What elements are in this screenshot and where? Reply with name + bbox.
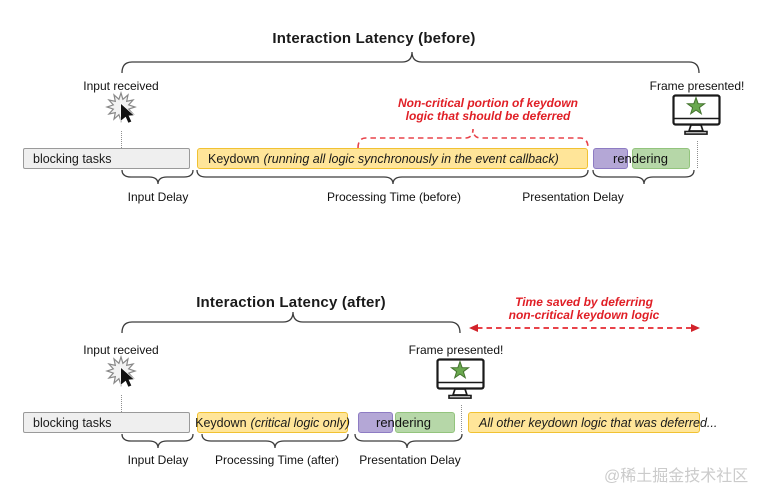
- after-title: Interaction Latency (after): [196, 294, 386, 311]
- after-blocking-tasks-bar: blocking tasks: [23, 412, 190, 433]
- before-input-delay-brace: [121, 169, 194, 185]
- cursor-pointer-icon: [120, 102, 135, 124]
- before-annotation-text: Non-critical portion of keydown logic th…: [388, 97, 588, 123]
- star-icon: [685, 95, 707, 116]
- before-keydown-name: Keydown: [208, 151, 260, 166]
- before-presentation-brace: [592, 169, 695, 185]
- before-processing-brace: [196, 169, 589, 185]
- after-input-dotted-line: [121, 395, 122, 412]
- after-annotation-line2: non-critical keydown logic: [508, 308, 660, 322]
- after-annotation-line1: Time saved by deferring: [515, 295, 653, 309]
- cursor-pointer-icon: [120, 366, 135, 388]
- before-processing-label: Processing Time (before): [326, 190, 462, 204]
- before-keydown-bar: Keydown (running all logic synchronously…: [197, 148, 588, 169]
- after-input-delay-brace: [121, 433, 194, 449]
- after-presentation-label: Presentation Delay: [359, 453, 461, 467]
- after-blocking-tasks-text: blocking tasks: [33, 415, 112, 430]
- before-blocking-tasks-text: blocking tasks: [33, 151, 112, 166]
- before-keydown-note: (running all logic synchronously in the …: [263, 151, 559, 166]
- before-span-brace: [121, 51, 700, 74]
- before-presentation-label: Presentation Delay: [522, 190, 624, 204]
- monitor-icon: [436, 358, 485, 399]
- after-annotation-text: Time saved by deferring non-critical key…: [484, 296, 684, 322]
- after-style-layout-bar: [358, 412, 393, 433]
- before-style-layout-bar: [593, 148, 628, 169]
- after-span-brace: [121, 311, 461, 334]
- after-rendering-bar: [395, 412, 455, 433]
- before-input-received-label: Input received: [83, 79, 159, 93]
- after-input-received-label: Input received: [83, 343, 159, 357]
- after-deferred-logic-text: All other keydown logic that was deferre…: [479, 415, 718, 430]
- before-annotation-line1: Non-critical portion of keydown: [397, 96, 578, 110]
- before-frame-dotted-line: [697, 141, 698, 168]
- click-burst-icon: [105, 91, 137, 124]
- after-frame-dotted-line: [461, 405, 462, 432]
- before-title: Interaction Latency (before): [272, 30, 476, 47]
- before-input-delay-label: Input Delay: [127, 190, 189, 204]
- after-keydown-name: Keydown: [195, 415, 247, 430]
- before-deferred-portion-dashed-brace: [357, 128, 589, 149]
- time-saved-dashed-arrow: [469, 324, 700, 332]
- before-rendering-bar: [632, 148, 690, 169]
- after-keydown-bar: Keydown (critical logic only): [195, 412, 350, 433]
- before-frame-presented-label: Frame presented!: [649, 79, 745, 93]
- after-deferred-logic-bar: All other keydown logic that was deferre…: [468, 412, 717, 433]
- star-icon: [449, 359, 471, 380]
- before-input-dotted-line: [121, 131, 122, 148]
- monitor-icon: [672, 94, 721, 135]
- watermark: @稀土掘金技术社区: [604, 468, 749, 485]
- after-input-delay-label: Input Delay: [127, 453, 189, 467]
- click-burst-icon: [105, 355, 137, 388]
- before-annotation-line2: logic that should be deferred: [405, 109, 571, 123]
- before-blocking-tasks-bar: blocking tasks: [23, 148, 190, 169]
- after-presentation-brace: [354, 433, 463, 449]
- after-frame-presented-label: Frame presented!: [408, 343, 504, 357]
- after-processing-brace: [201, 433, 349, 449]
- before-rendering-text: rendering: [613, 151, 668, 166]
- after-keydown-note: (critical logic only): [250, 415, 350, 430]
- after-rendering-text: rendering: [376, 415, 431, 430]
- after-processing-label: Processing Time (after): [214, 453, 340, 467]
